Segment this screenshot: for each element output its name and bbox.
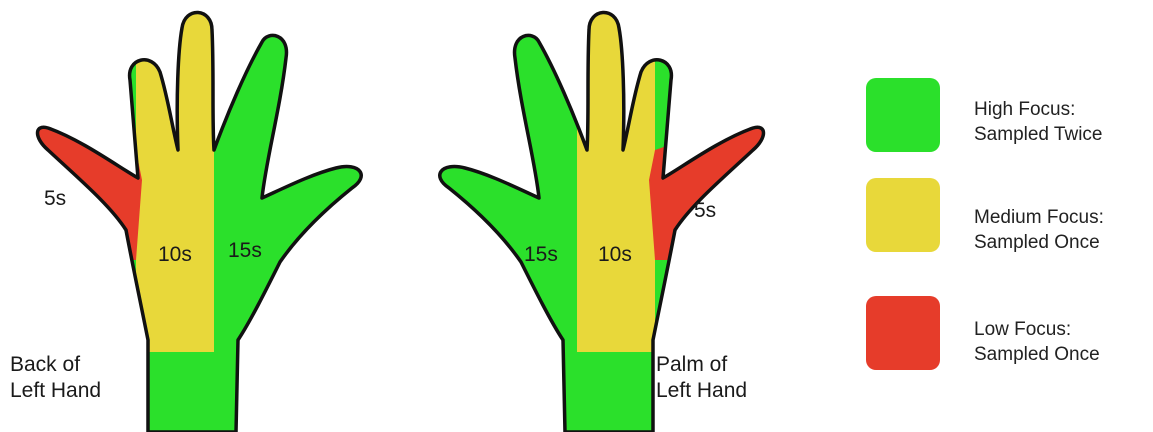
legend-low-desc: Sampled Once <box>974 343 1100 368</box>
right-hand-caption-line1: Palm of <box>656 352 747 378</box>
legend-swatch-high <box>866 78 940 152</box>
legend-high-title: High Focus: <box>974 98 1103 123</box>
left-pinky-time-label: 5s <box>44 186 66 212</box>
left-hand-medium-zone <box>136 0 214 352</box>
left-hand-caption: Back of Left Hand <box>10 352 101 405</box>
right-index-time-label: 15s <box>524 242 558 268</box>
legend-item-high: High Focus: Sampled Twice <box>974 98 1103 147</box>
legend-low-title: Low Focus: <box>974 318 1100 343</box>
right-hand-low-zone <box>649 100 801 260</box>
left-hand-caption-line2: Left Hand <box>10 378 101 404</box>
legend-medium-desc: Sampled Once <box>974 231 1104 256</box>
legend-swatch-medium <box>866 178 940 252</box>
legend-medium-title: Medium Focus: <box>974 206 1104 231</box>
left-hand-caption-line1: Back of <box>10 352 101 378</box>
legend-high-desc: Sampled Twice <box>974 123 1103 148</box>
legend-swatch-low <box>866 296 940 370</box>
right-hand-caption-line2: Left Hand <box>656 378 747 404</box>
legend-item-medium: Medium Focus: Sampled Once <box>974 206 1104 255</box>
right-middle-time-label: 10s <box>598 242 632 268</box>
left-index-time-label: 15s <box>228 238 262 264</box>
right-hand-caption: Palm of Left Hand <box>656 352 747 405</box>
legend-item-low: Low Focus: Sampled Once <box>974 318 1100 367</box>
left-hand-low-zone <box>0 100 142 260</box>
right-pinky-time-label: 5s <box>694 198 716 224</box>
left-middle-time-label: 10s <box>158 242 192 268</box>
